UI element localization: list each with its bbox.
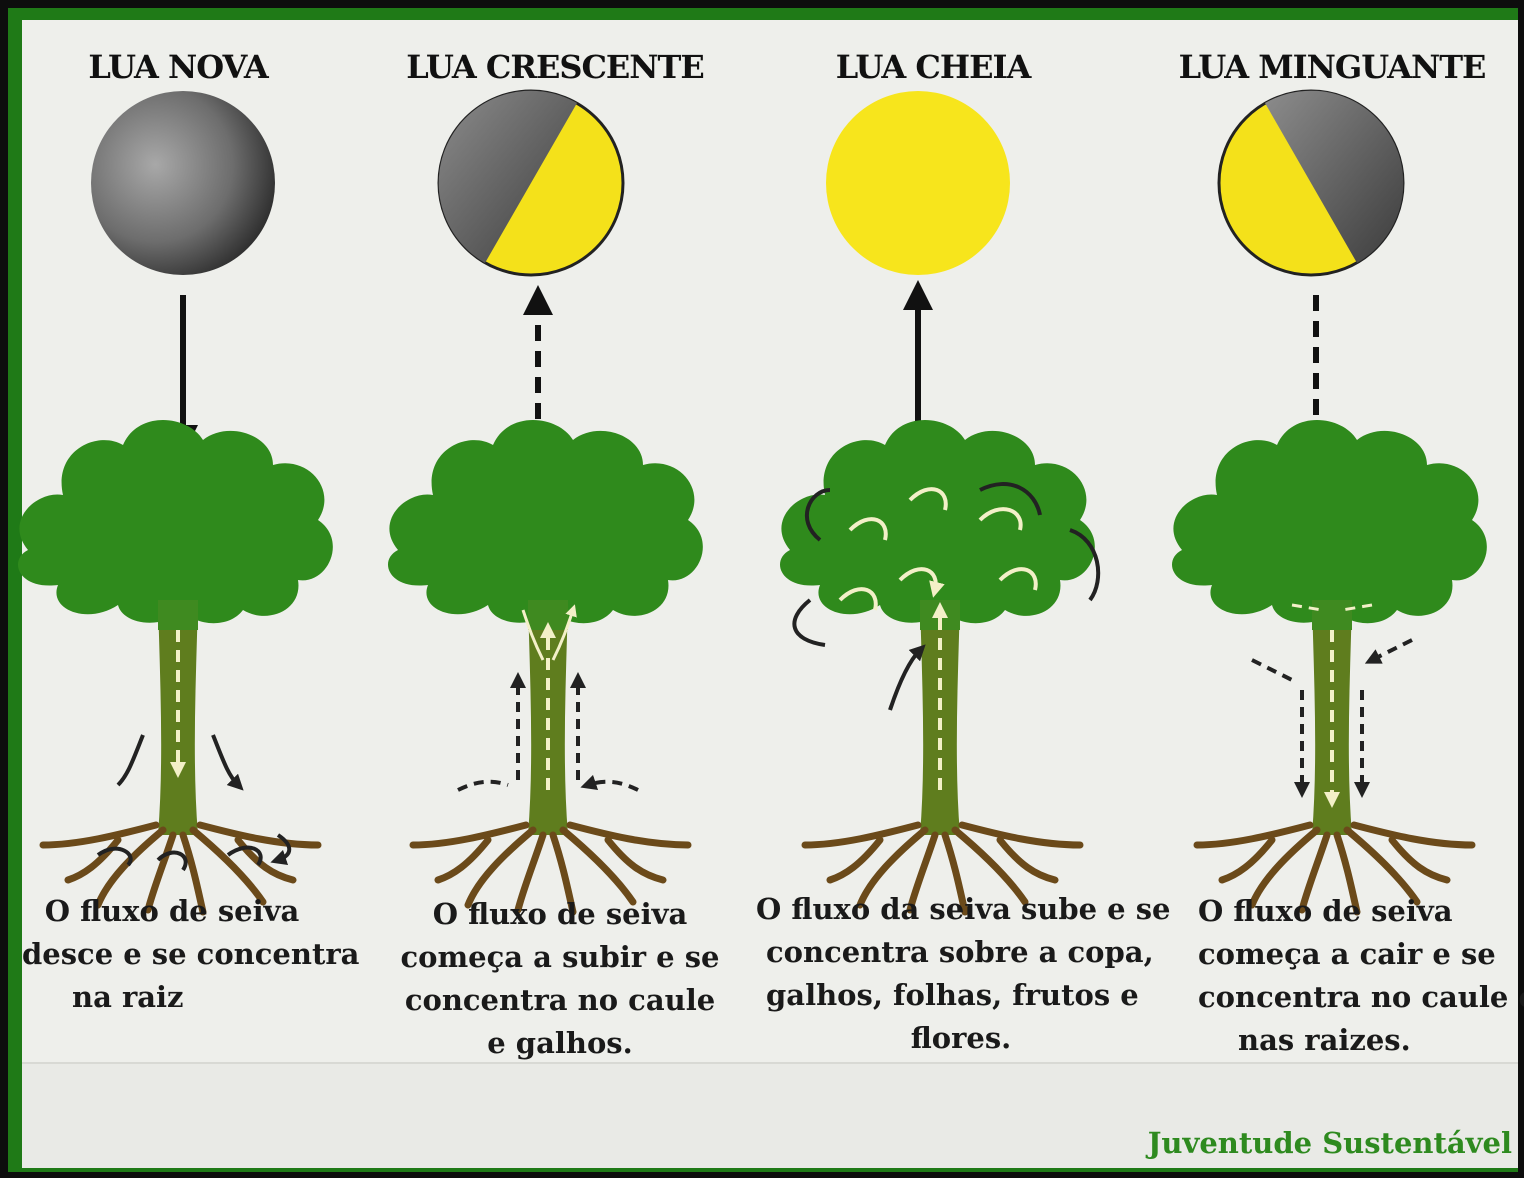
phase-title-full-moon: LUA CHEIA bbox=[836, 48, 1031, 86]
full-moon-icon bbox=[826, 91, 1010, 275]
tree-icon bbox=[388, 420, 703, 912]
tree-icon bbox=[780, 420, 1098, 912]
tree-icon bbox=[1172, 420, 1487, 912]
new-moon-icon bbox=[91, 91, 275, 275]
tree-icon bbox=[18, 420, 333, 912]
caption-waning-moon: O fluxo de seiva começa a cair e se conc… bbox=[1198, 890, 1518, 1062]
caption-full-moon: O fluxo da seiva sube e se concentra sob… bbox=[756, 888, 1166, 1060]
caption-waxing-moon: O fluxo de seiva começa a subir e se con… bbox=[400, 893, 720, 1065]
phase-title-waning-moon: LUA MINGUANTE bbox=[1179, 48, 1486, 86]
crescent-moon-icon bbox=[439, 91, 623, 275]
credit-text: Juventude Sustentável bbox=[1148, 1126, 1512, 1160]
phase-title-new-moon: LUA NOVA bbox=[88, 48, 267, 86]
phase-title-waxing-moon: LUA CRESCENTE bbox=[406, 48, 704, 86]
waning-moon-icon bbox=[1219, 91, 1403, 275]
caption-new-moon: O fluxo de seiva desce e se concentra na… bbox=[22, 890, 322, 1019]
